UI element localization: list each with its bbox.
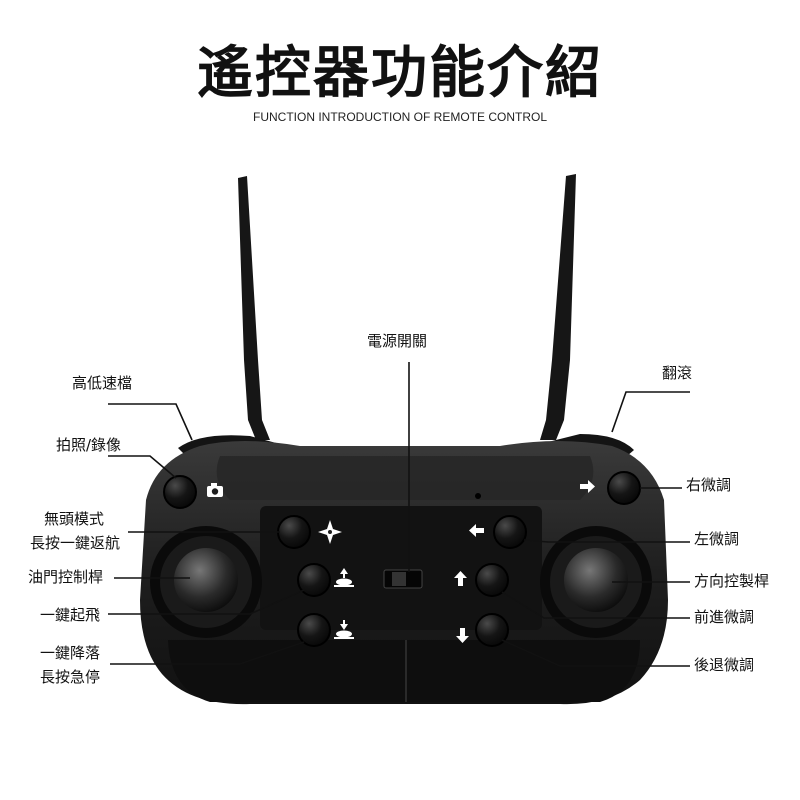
direction-stick — [564, 548, 628, 612]
label-headless-2: 長按一鍵返航 — [30, 534, 121, 552]
label-photo: 拍照/錄像 — [56, 436, 122, 454]
page-title: 遙控器功能介紹 — [197, 41, 603, 106]
arrow-left-icon — [469, 524, 484, 537]
right-antenna — [540, 174, 576, 440]
top-band — [216, 456, 594, 500]
backward-trim-button — [475, 613, 509, 647]
label-speed: 高低速檔 — [72, 374, 133, 392]
label-takeoff: 一鍵起飛 — [40, 606, 101, 624]
camera-icon — [207, 483, 223, 497]
callout-left-trim — [523, 539, 690, 543]
callout-backward-trim — [501, 639, 690, 667]
callout-forward-trim — [501, 591, 690, 619]
label-forward-trim: 前進微調 — [694, 608, 755, 626]
callout-photo — [108, 455, 177, 479]
callout-takeoff — [108, 589, 305, 615]
left-antenna — [238, 176, 270, 440]
headless-button — [277, 515, 311, 549]
forward-trim-button — [475, 563, 509, 597]
label-headless-1: 無頭模式 — [44, 510, 105, 528]
takeoff-button — [297, 563, 331, 597]
label-power-switch: 電源開關 — [367, 332, 428, 350]
land-button — [297, 613, 331, 647]
throttle-stick — [174, 548, 238, 612]
label-left-trim: 左微調 — [694, 530, 740, 548]
label-throttle: 油門控制桿 — [28, 568, 104, 586]
speed-photo-button — [163, 475, 197, 509]
drone-land-icon — [334, 620, 354, 639]
arrow-down-icon — [456, 628, 469, 643]
arrow-up-icon — [454, 571, 467, 586]
page-subtitle: FUNCTION INTRODUCTION OF REMOTE CONTROL — [253, 110, 547, 124]
label-direction: 方向控製桿 — [694, 572, 770, 590]
callout-roll — [611, 391, 690, 433]
arrow-right-icon — [580, 480, 595, 493]
label-backward-trim: 後退微調 — [694, 656, 755, 674]
callout-lines — [108, 362, 690, 667]
lower-base — [168, 640, 640, 702]
label-roll: 翻滾 — [662, 364, 693, 382]
compass-icon — [318, 520, 342, 544]
callout-land — [110, 641, 305, 665]
label-land-2: 長按急停 — [40, 668, 101, 686]
indicator-hole — [475, 493, 481, 499]
left-trim-button — [493, 515, 527, 549]
label-right-trim: 右微調 — [686, 476, 732, 494]
drone-takeoff-icon — [334, 568, 354, 587]
callout-speed — [108, 403, 193, 441]
label-land-1: 一鍵降落 — [40, 644, 101, 662]
right-trim-button — [607, 471, 641, 505]
